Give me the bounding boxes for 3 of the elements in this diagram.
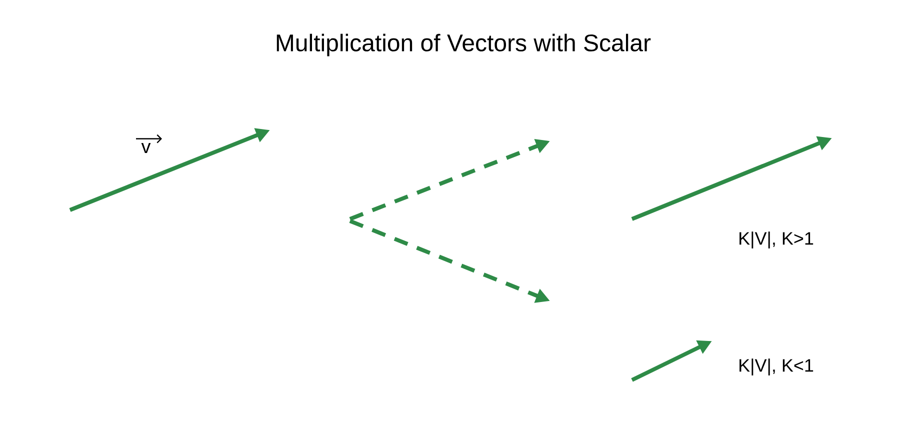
- title: Multiplication of Vectors with Scalar: [276, 34, 651, 56]
- vector-label: K|V|, K>1: [740, 232, 814, 248]
- vector-label: K|V|, K<1: [740, 358, 814, 376]
